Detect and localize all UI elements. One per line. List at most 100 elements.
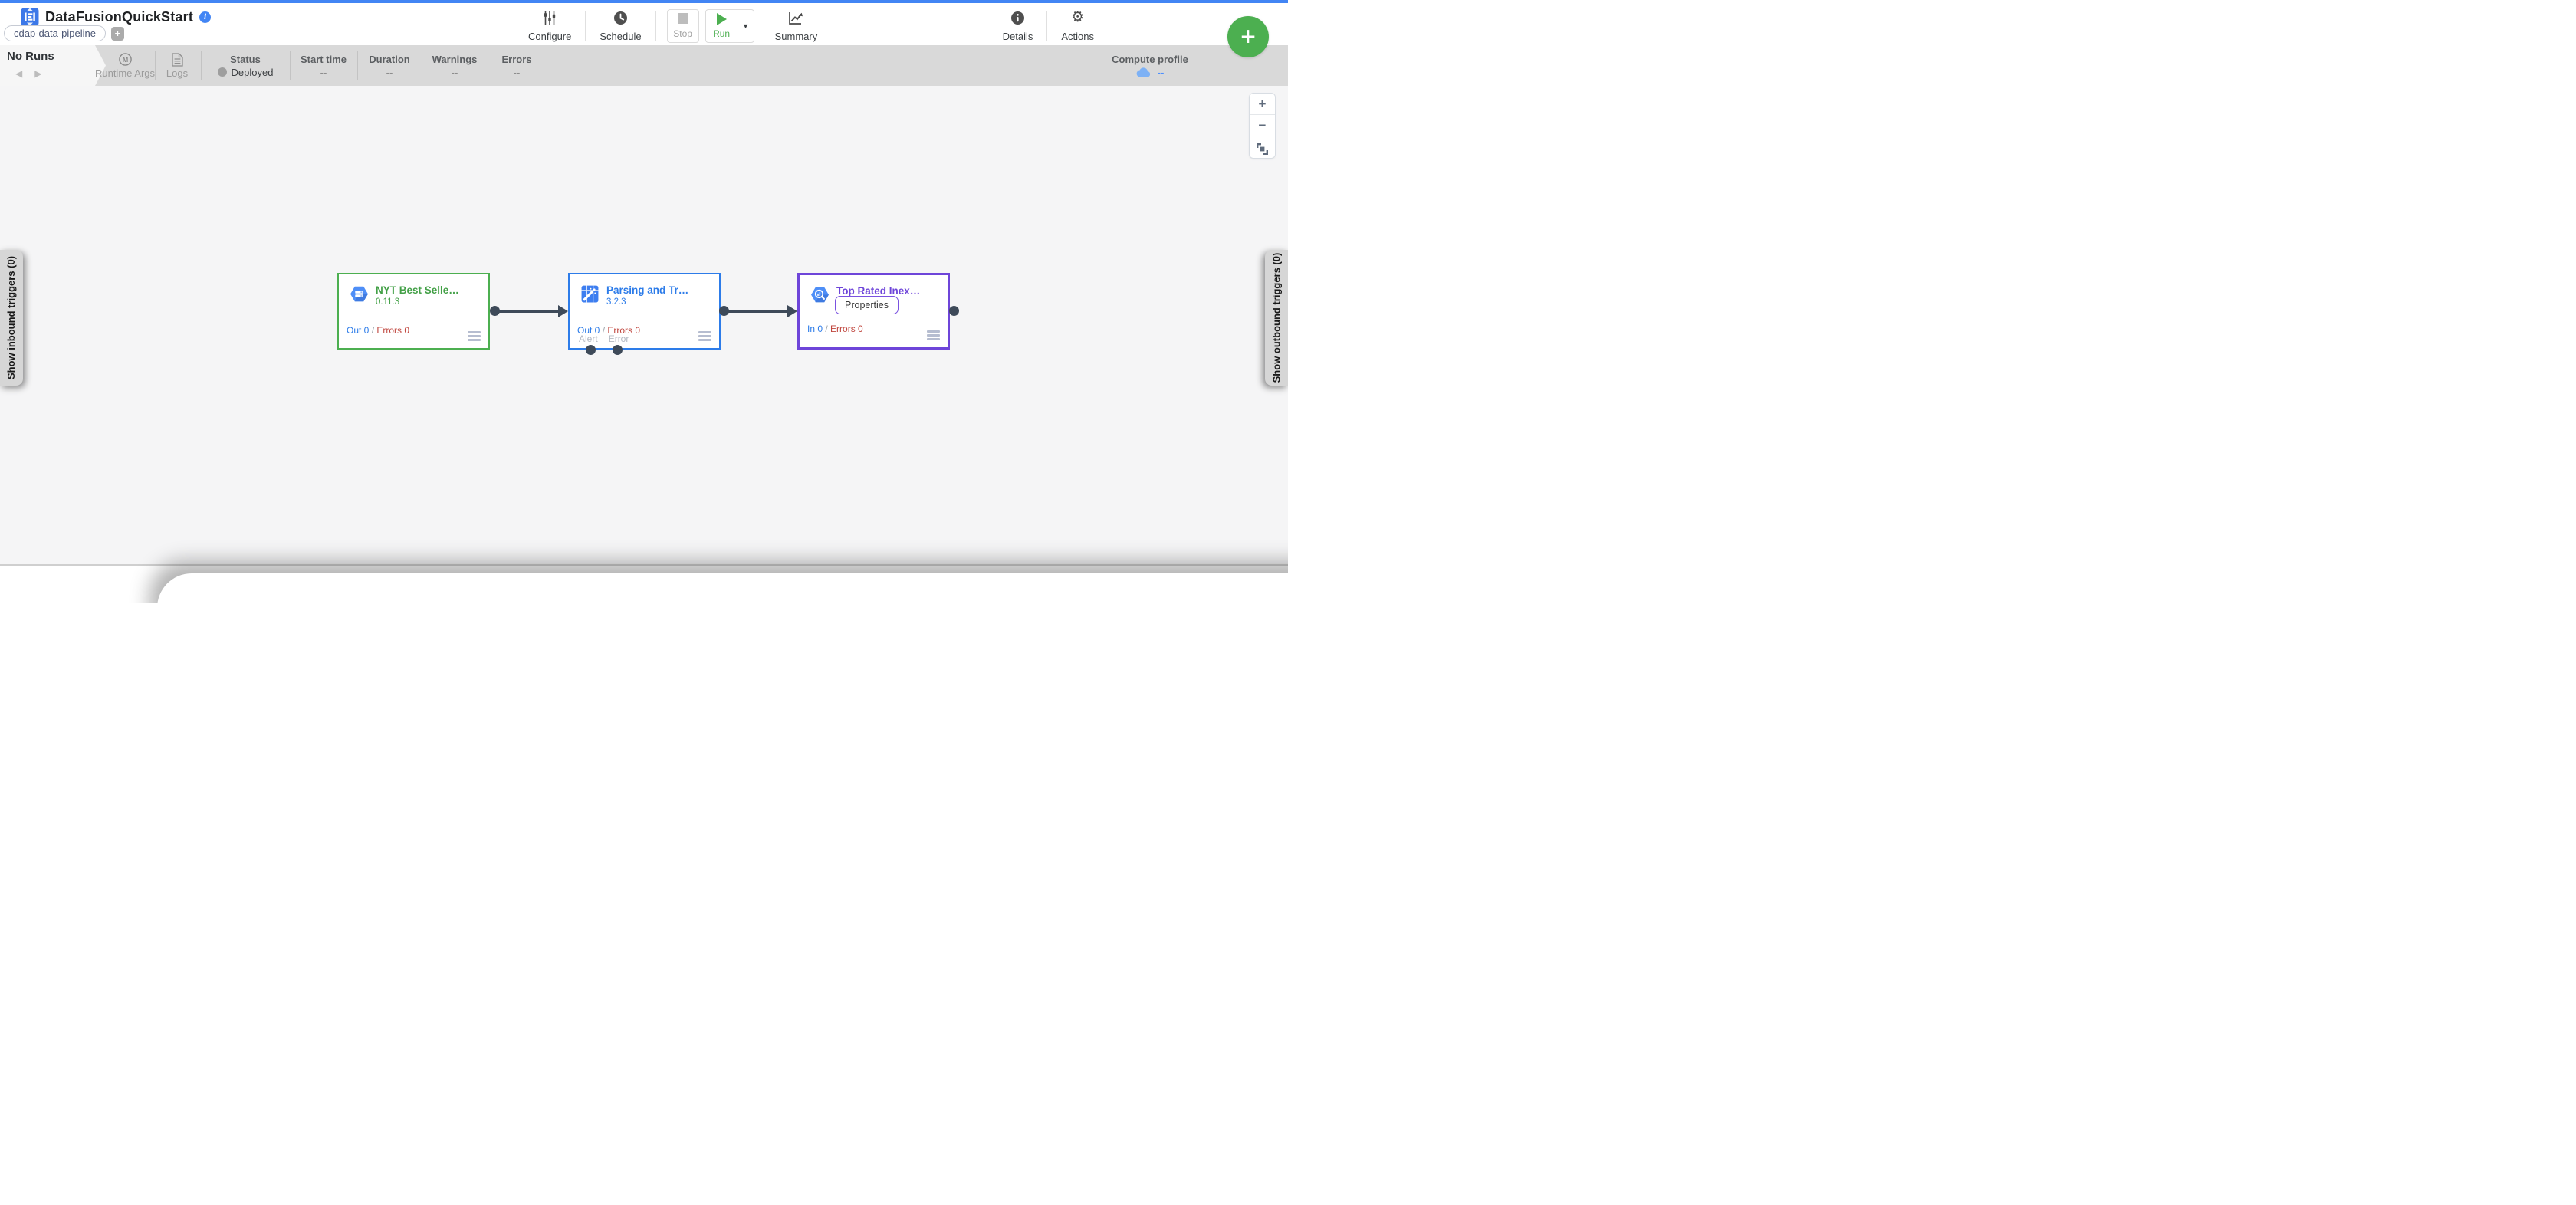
plus-icon: + [1240, 22, 1256, 51]
details-button[interactable]: Details [995, 9, 1041, 43]
error-port[interactable] [613, 345, 623, 355]
pipeline-info-icon[interactable]: i [199, 11, 212, 23]
run-button-group: Run ▼ [705, 9, 754, 43]
out-metric[interactable]: Out 0 [347, 325, 370, 336]
node-transform[interactable]: Parsing and Tr… 3.2.3 Out 0 / Errors 0 A… [568, 273, 721, 350]
statusbar-divider [357, 51, 358, 80]
macro-icon: M [118, 53, 132, 67]
run-button[interactable]: Run [705, 9, 738, 43]
in-metric[interactable]: In 0 [807, 323, 823, 334]
properties-button[interactable]: Properties [835, 296, 899, 314]
plus-icon: + [1258, 96, 1267, 111]
pipeline-studio: DataFusionQuickStart i cdap-data-pipelin… [0, 0, 1288, 602]
stop-button[interactable]: Stop [666, 9, 699, 43]
outbound-triggers-tab[interactable]: Show outbound triggers (0) [1265, 250, 1288, 386]
status-value: Deployed [217, 67, 273, 78]
tag-row: cdap-data-pipeline + [4, 25, 124, 41]
details-label: Details [1002, 31, 1033, 42]
node-menu-icon[interactable] [698, 329, 711, 341]
zoom-out-button[interactable]: − [1250, 115, 1275, 136]
cdap-logo-icon [21, 8, 39, 26]
brand: DataFusionQuickStart i [21, 8, 212, 26]
output-port[interactable] [719, 306, 729, 316]
node-source[interactable]: NYT Best Selle… 0.11.3 Out 0 / Errors 0 [337, 273, 490, 350]
duration-column: Duration -- [369, 53, 410, 78]
node-menu-icon[interactable] [927, 328, 940, 340]
compute-profile-label: Compute profile [1112, 53, 1188, 65]
status-bar: No Runs ◀ ▶ M Runtime Args [0, 45, 1288, 86]
statusbar-divider [290, 51, 291, 80]
toolbar-center: Configure Schedule Stop [521, 9, 825, 43]
node-port-labels: Alert Error [579, 333, 629, 344]
output-port[interactable] [949, 306, 959, 316]
actions-button[interactable]: ⚙ Actions [1053, 9, 1102, 43]
zoom-controls: + − [1249, 93, 1276, 159]
node-header: Top Rated Inex… [810, 285, 920, 304]
zoom-in-button[interactable]: + [1250, 94, 1275, 115]
pipeline-tag: cdap-data-pipeline [4, 25, 106, 41]
errors-metric[interactable]: Errors 0 [607, 325, 641, 336]
actions-label: Actions [1061, 31, 1094, 42]
statusbar-divider [155, 51, 156, 80]
next-run-button[interactable]: ▶ [34, 68, 42, 79]
status-label: Status [230, 53, 261, 65]
warnings-column: Warnings -- [432, 53, 478, 78]
gcs-plugin-icon [350, 286, 368, 302]
compute-profile-value: -- [1136, 67, 1164, 78]
inbound-triggers-label: Show inbound triggers (0) [5, 255, 18, 380]
node-metrics: In 0 / Errors 0 [807, 323, 863, 334]
errors-metric[interactable]: Errors 0 [830, 323, 863, 334]
out-metric[interactable]: Out 0 [577, 325, 600, 336]
wrangler-plugin-icon [581, 285, 599, 303]
runtime-args-button[interactable]: M Runtime Args [87, 45, 163, 86]
node-title: Parsing and Tr… [606, 284, 689, 296]
connection-edge [498, 310, 558, 313]
document-icon [171, 52, 183, 67]
stop-label: Stop [673, 28, 692, 39]
fit-to-screen-button[interactable] [1250, 136, 1275, 158]
svg-text:M: M [122, 56, 128, 64]
add-tag-button[interactable]: + [110, 26, 124, 41]
summary-button[interactable]: Summary [767, 9, 826, 43]
minus-icon: − [1258, 117, 1267, 133]
run-options-caret[interactable]: ▼ [737, 9, 754, 43]
inbound-triggers-tab[interactable]: Show inbound triggers (0) [0, 250, 23, 386]
run-navigation: ◀ ▶ [15, 67, 41, 80]
toolbar-divider [585, 11, 586, 41]
schedule-button[interactable]: Schedule [592, 9, 649, 43]
node-metrics: Out 0 / Errors 0 [347, 325, 410, 336]
pipeline-title: DataFusionQuickStart [45, 8, 194, 25]
node-version: 0.11.3 [376, 297, 400, 307]
info-icon [1010, 10, 1025, 25]
errors-metric[interactable]: Errors 0 [376, 325, 410, 336]
alert-port-label: Alert [579, 333, 598, 344]
runs-tab: No Runs ◀ ▶ [0, 45, 106, 86]
toolbar-right: Details ⚙ Actions [995, 9, 1102, 43]
node-header: NYT Best Selle… 0.11.3 [350, 284, 459, 308]
node-metrics: Out 0 / Errors 0 [577, 325, 641, 336]
schedule-label: Schedule [600, 31, 642, 42]
add-node-button[interactable]: + [1227, 16, 1269, 57]
node-sink[interactable]: Top Rated Inex… Properties In 0 / Errors… [797, 273, 950, 350]
logs-button[interactable]: Logs [156, 45, 198, 86]
arrowhead-icon [787, 305, 797, 317]
node-menu-icon[interactable] [468, 329, 481, 341]
arrowhead-icon [558, 305, 568, 317]
run-label: Run [713, 28, 731, 39]
logs-label: Logs [166, 67, 189, 79]
status-column: Status Deployed [205, 45, 285, 86]
runs-count-label: No Runs [7, 50, 54, 63]
header: DataFusionQuickStart i cdap-data-pipelin… [0, 3, 1288, 45]
fit-screen-icon [1257, 143, 1268, 155]
canvas-bottom-border [0, 564, 1288, 566]
alert-port[interactable] [586, 345, 596, 355]
output-port[interactable] [490, 306, 500, 316]
statusbar-divider [201, 51, 202, 80]
toolbar-divider [1046, 11, 1048, 41]
bottom-panel-shadow [157, 573, 1288, 602]
compute-profile: Compute profile -- [1096, 45, 1204, 86]
configure-label: Configure [528, 31, 572, 42]
caret-down-icon: ▼ [742, 22, 750, 30]
previous-run-button[interactable]: ◀ [15, 68, 23, 79]
configure-button[interactable]: Configure [521, 9, 579, 43]
